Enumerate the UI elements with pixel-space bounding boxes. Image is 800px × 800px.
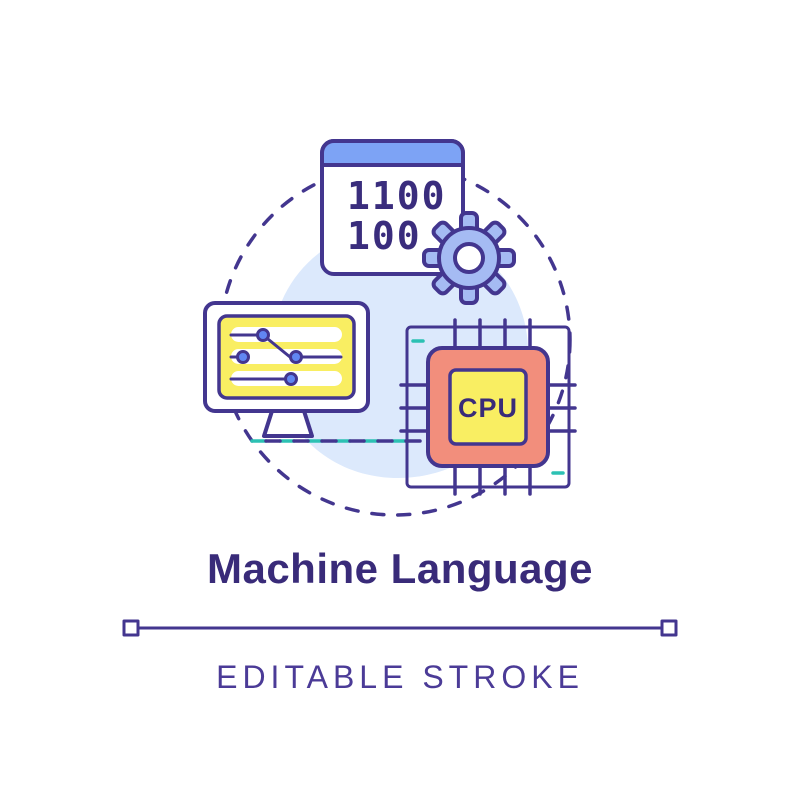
cpu-pins xyxy=(399,318,577,496)
binary-line-2: 100 xyxy=(347,214,422,258)
circuit-node xyxy=(284,372,298,386)
circuit-node xyxy=(289,350,303,364)
cpu-chip-icon: CPU xyxy=(399,318,577,496)
code-window: 1100 100 xyxy=(320,139,465,276)
monitor-stand xyxy=(262,409,314,438)
gear-center-hole xyxy=(453,242,485,274)
divider-end-square-left xyxy=(122,619,140,637)
cpu-core xyxy=(448,368,528,446)
circuit-trace xyxy=(229,333,343,359)
gear-icon xyxy=(422,211,516,305)
circuit-node xyxy=(256,328,270,342)
code-window-titlebar xyxy=(320,139,465,167)
divider-end-square-right xyxy=(660,619,678,637)
cpu-label: CPU xyxy=(458,393,518,423)
page-title: Machine Language xyxy=(207,545,593,592)
monitor-icon xyxy=(203,301,422,443)
circuit-node xyxy=(236,350,250,364)
binary-line-1: 1100 xyxy=(347,174,447,218)
editable-stroke-label: EDITABLE STROKE xyxy=(216,659,584,695)
divider xyxy=(122,619,678,637)
screen-row xyxy=(231,349,342,364)
